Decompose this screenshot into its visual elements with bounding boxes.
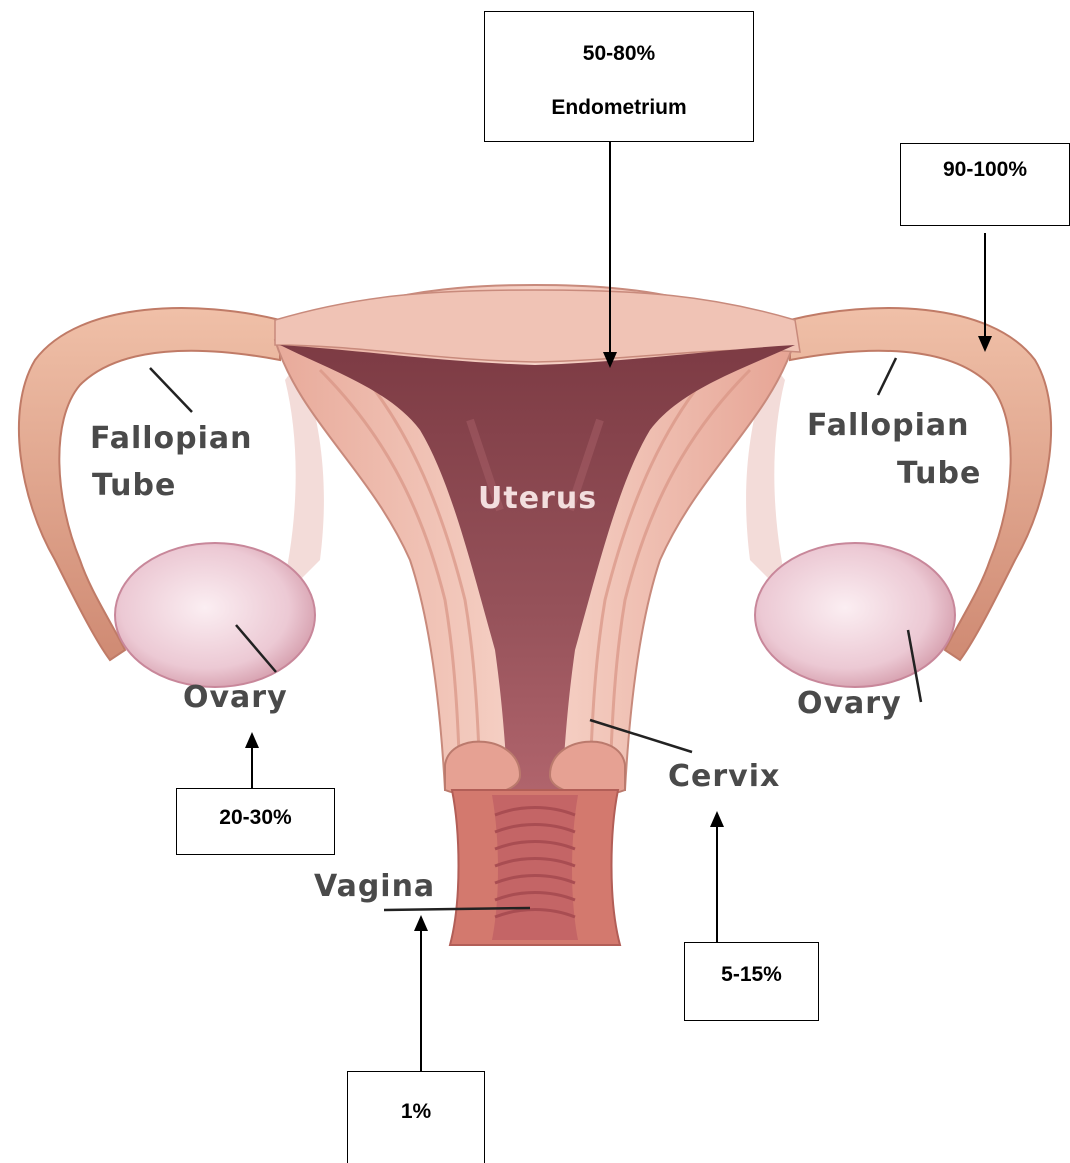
ovary-left-shape	[115, 543, 315, 687]
callout-ovary-value: 20-30%	[177, 806, 334, 830]
label-fallopian-tube-left-line1: Fallopian	[90, 421, 253, 456]
callout-endometrium-value: 50-80%	[485, 42, 753, 66]
label-cervix: Cervix	[668, 759, 780, 794]
label-fallopian-tube-right-line1: Fallopian	[807, 408, 970, 443]
label-fallopian-tube-left-line2: Tube	[92, 468, 176, 503]
callout-vagina-value: 1%	[348, 1100, 484, 1124]
callout-cervix: 5-15%	[684, 942, 819, 1021]
label-uterus: Uterus	[478, 481, 597, 516]
label-ovary-right: Ovary	[797, 686, 902, 721]
callout-endometrium-label: Endometrium	[485, 96, 753, 120]
label-vagina: Vagina	[314, 869, 435, 904]
callout-cervix-value: 5-15%	[685, 963, 818, 987]
vagina-inner	[492, 795, 578, 940]
callout-endometrium: 50-80% Endometrium	[484, 11, 754, 142]
label-ovary-left: Ovary	[183, 680, 288, 715]
ovary-right-shape	[755, 543, 955, 687]
callout-ovary: 20-30%	[176, 788, 335, 855]
callout-fallopian-tube-value: 90-100%	[901, 158, 1069, 182]
callout-fallopian-tube: 90-100%	[900, 143, 1070, 226]
label-fallopian-tube-right-line2: Tube	[897, 456, 981, 491]
callout-vagina: 1%	[347, 1071, 485, 1163]
